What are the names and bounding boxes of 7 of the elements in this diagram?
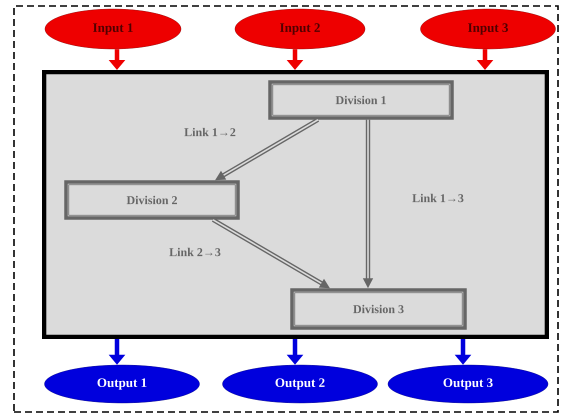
division-box: Division 1 <box>268 80 454 120</box>
edge-label: Link 1→2 <box>183 126 237 138</box>
dashed-frame <box>13 5 559 413</box>
division-box: Division 2 <box>64 180 240 220</box>
edge-label: Link 2→3 <box>168 246 222 258</box>
division-box: Division 3 <box>290 288 467 330</box>
edge-label: Link 1→3 <box>411 192 465 204</box>
